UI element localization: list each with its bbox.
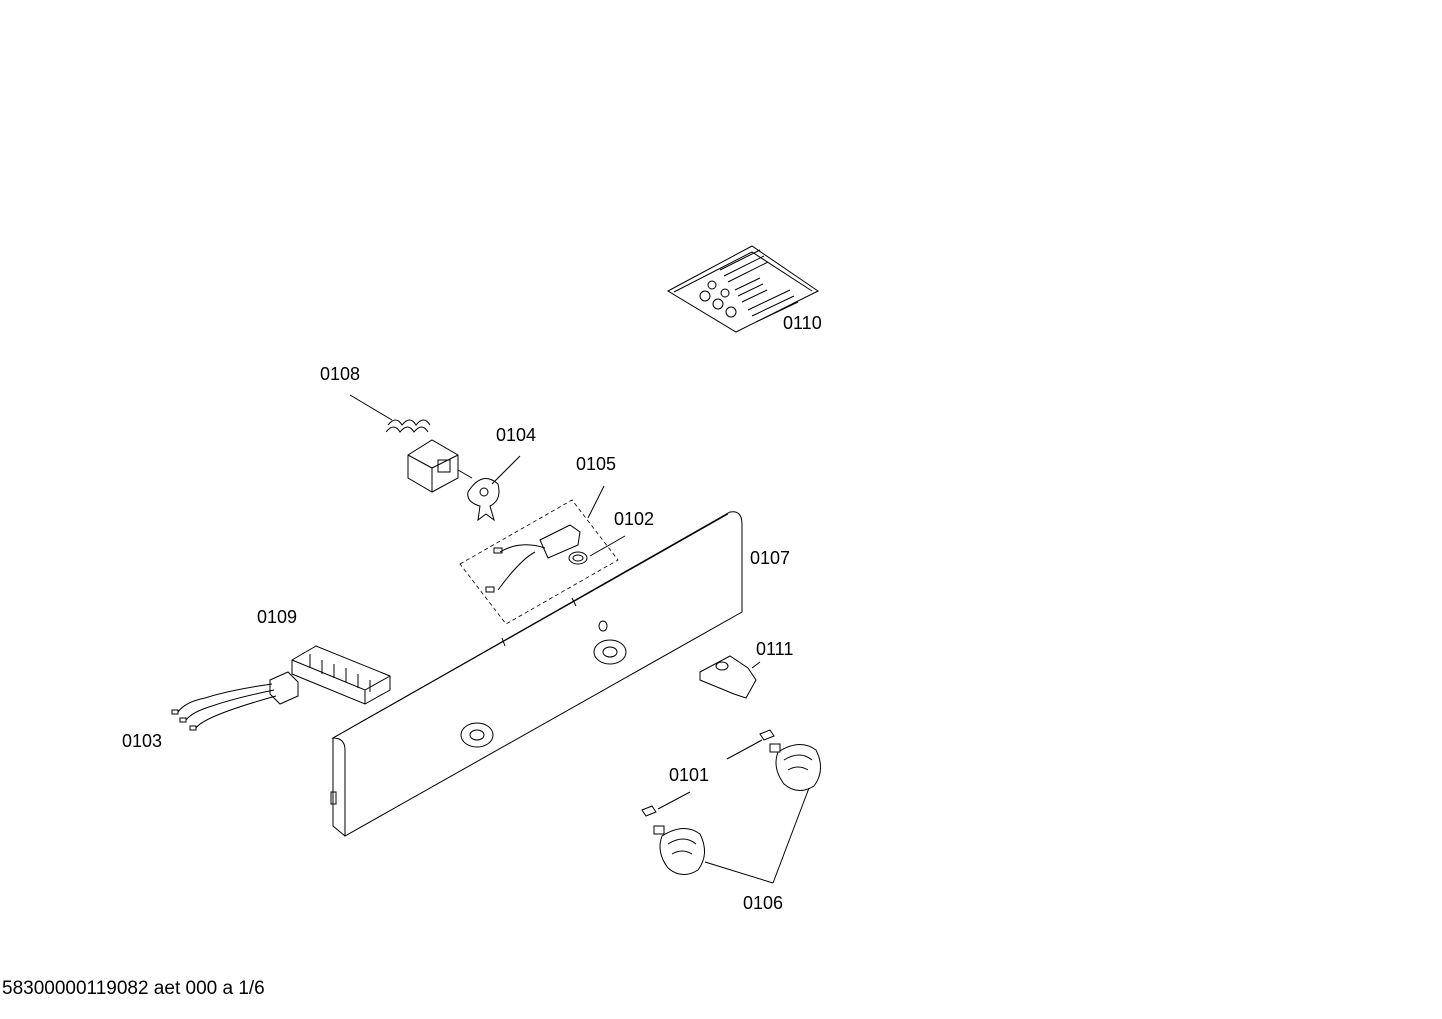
switch-part-0111 [699, 655, 761, 699]
screw-bag-0110 [666, 245, 819, 333]
control-panel-0107 [330, 511, 743, 837]
label-0107: 0107 [750, 548, 790, 568]
lamp-holder-0102 [568, 535, 626, 565]
thermostat-0108 [349, 394, 473, 493]
label-0105: 0105 [576, 454, 616, 474]
cable-harness-0103 [171, 671, 299, 731]
label-0109: 0109 [257, 607, 297, 627]
label-0106: 0106 [743, 893, 783, 913]
label-0103: 0103 [122, 731, 162, 751]
bracket-0104 [467, 455, 521, 522]
label-0110: 0110 [783, 313, 822, 333]
label-0108: 0108 [320, 364, 360, 384]
document-id: 58300000119082 aet 000 a 1/6 [2, 978, 265, 999]
label-0111: 0111 [756, 639, 793, 659]
terminal-block-0109 [291, 645, 391, 705]
wiring-group-0105 [459, 485, 619, 625]
label-0104: 0104 [496, 425, 536, 445]
leader-lines [657, 739, 810, 884]
label-0102: 0102 [614, 509, 654, 529]
knob-upper-0106 [759, 729, 821, 791]
knob-lower-0106 [641, 805, 705, 875]
label-0101: 0101 [669, 765, 709, 785]
